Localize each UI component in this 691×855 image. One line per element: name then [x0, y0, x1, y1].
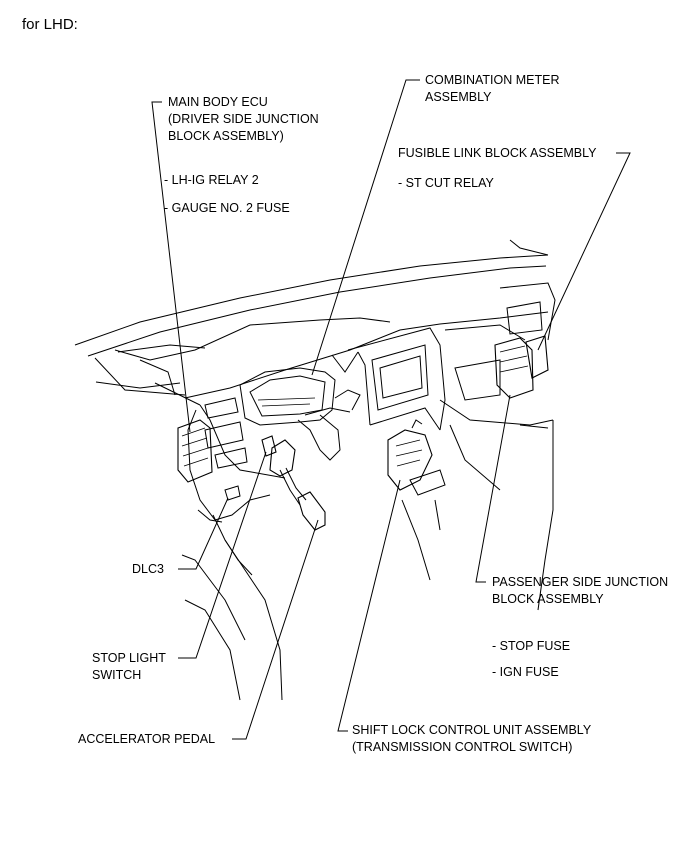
- dlc3-label: DLC3: [132, 562, 164, 576]
- passenger-jb-label: PASSENGER SIDE JUNCTION BLOCK ASSEMBLY: [492, 575, 669, 606]
- gauge-fuse-label: - GAUGE NO. 2 FUSE: [164, 201, 290, 215]
- st-cut-relay-label: - ST CUT RELAY: [398, 176, 494, 190]
- main-body-ecu-label: MAIN BODY ECU (DRIVER SIDE JUNCTION BLOC…: [168, 95, 319, 143]
- passenger-jb-shape: [494, 335, 549, 399]
- accelerator-pedal-label: ACCELERATOR PEDAL: [78, 732, 216, 746]
- stop-light-switch-label: STOP LIGHT SWITCH: [92, 651, 166, 682]
- lh-ig-relay-label: - LH-IG RELAY 2: [164, 173, 259, 187]
- page-heading: for LHD:: [22, 16, 78, 33]
- pedal-shape: [261, 435, 326, 531]
- stop-fuse-label: - STOP FUSE: [492, 639, 571, 653]
- leader-lines: [151, 79, 631, 740]
- dashboard-outline: [74, 239, 556, 701]
- shift-lock-label: SHIFT LOCK CONTROL UNIT ASSEMBLY (TRANSM…: [352, 723, 592, 754]
- fusible-link-label: FUSIBLE LINK BLOCK ASSEMBLY: [398, 146, 597, 160]
- combination-meter-label: COMBINATION METER ASSEMBLY: [425, 73, 560, 104]
- ign-fuse-label: - IGN FUSE: [492, 665, 559, 679]
- main-body-ecu-shape: [177, 419, 213, 483]
- shift-lock-shape: [387, 419, 433, 491]
